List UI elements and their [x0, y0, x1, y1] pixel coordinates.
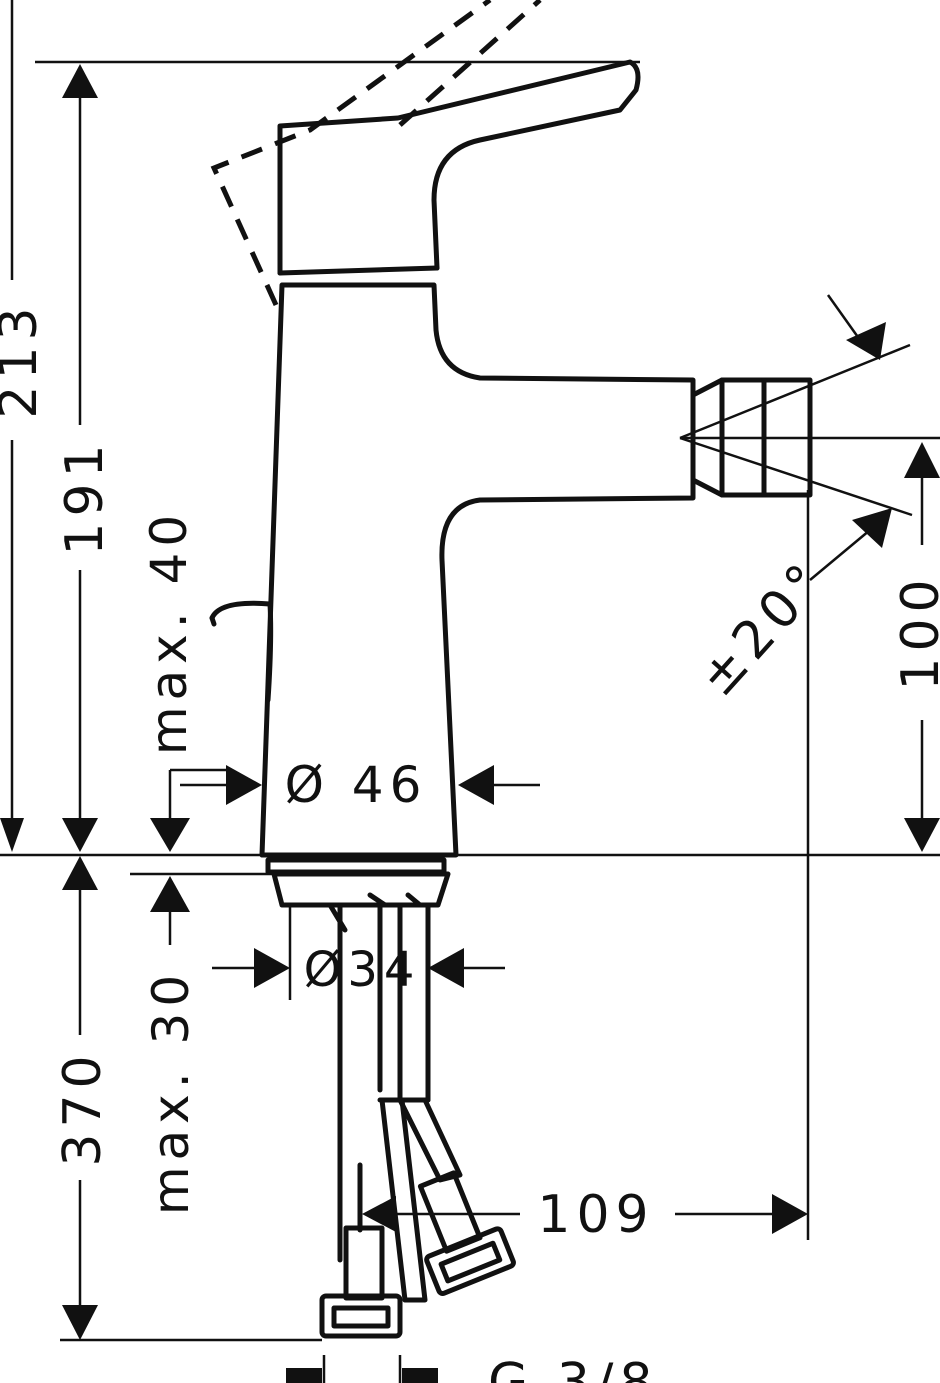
dimension-109 [362, 1194, 808, 1234]
label-213: 213 [0, 301, 49, 418]
label-dia34: Ø34 [304, 942, 421, 998]
angle-ray-down [679, 436, 913, 517]
label-370: 370 [53, 1049, 113, 1166]
label-thread: G 3/8 [488, 1353, 659, 1383]
dimension-100 [904, 442, 940, 852]
label-dia46: Ø 46 [285, 756, 428, 814]
dimension-g38 [286, 1355, 438, 1383]
dimension-34 [212, 948, 505, 988]
faucet-body [209, 59, 696, 858]
spout-aerator [679, 343, 913, 517]
dimension-191 [62, 64, 98, 852]
label-angle: ±20° [688, 549, 839, 708]
dimension-max40 [150, 768, 228, 852]
dimension-46 [180, 765, 540, 805]
dimension-213 [0, 0, 24, 852]
label-100: 100 [891, 573, 940, 690]
lever-swing-outline [210, 0, 542, 307]
supply-hoses [319, 1097, 516, 1339]
dimension-370 [62, 856, 98, 1340]
label-109: 109 [537, 1185, 654, 1245]
dimension-angle [809, 294, 892, 581]
dimension-max30 [150, 876, 190, 945]
label-191: 191 [55, 438, 115, 555]
extension-lines [0, 60, 940, 1342]
angle-ray-up [679, 343, 911, 440]
label-max30: max. 30 [142, 969, 200, 1215]
label-max40: max. 40 [140, 509, 198, 755]
